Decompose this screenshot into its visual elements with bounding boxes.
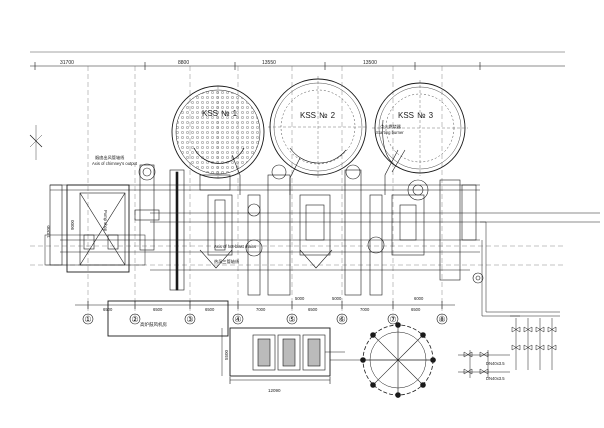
chimney-label-en: Axis of chimney's output: [92, 161, 138, 166]
bottom-dim-2: 6500: [153, 307, 163, 312]
v-dim-5500: 5500: [224, 349, 229, 360]
axis-6: ⑥: [338, 315, 345, 324]
mid-dim-3: 6000: [414, 296, 424, 301]
kss-stove-3: [372, 80, 468, 176]
blower-building: [107, 300, 229, 337]
v-dim-9000: 9000: [70, 219, 75, 230]
bottom-dim-5: 6500: [308, 307, 318, 312]
valve-symbols: [463, 326, 557, 375]
main-pipe-bands: [50, 184, 600, 271]
pump-shop-block: [66, 184, 130, 273]
h-dim-12090: 12090: [268, 388, 281, 393]
chimney-column: [134, 163, 160, 251]
kss-stove-1: [171, 85, 265, 179]
heat-label-en: Axis of hot-blast mains: [214, 244, 256, 249]
kss-stove-2: [268, 76, 368, 178]
burner-label-cn: 点火燃烧器: [380, 123, 402, 130]
axis-2: ②: [131, 315, 138, 324]
bottom-ticks: [87, 301, 443, 309]
pipe-spec-2: DN40x3.5: [486, 376, 505, 381]
dim-top-3: 13550: [262, 60, 276, 66]
dim-top-4: 13500: [363, 60, 377, 66]
axis-3: ③: [186, 315, 193, 324]
mid-dim-1: 5000: [295, 296, 305, 301]
valve-columns: [169, 164, 477, 296]
bottom-dim-7: 6500: [411, 307, 421, 312]
right-piping: [458, 221, 560, 378]
heat-label-cn: 热风三管轴线: [214, 258, 240, 265]
axis-7: ⑦: [389, 315, 396, 324]
dim-top-2: 8800: [178, 60, 189, 66]
mid-dim-2: 5000: [332, 296, 342, 301]
v-dim-13300: 13300: [46, 225, 51, 238]
axis-markers: ① ② ③ ④ ⑤ ⑥ ⑦ ⑧: [82, 313, 448, 325]
axis-1: ①: [84, 315, 91, 324]
axis-5: ⑤: [288, 315, 295, 324]
axis-8: ⑧: [438, 315, 445, 324]
bottom-dim-1: 6500: [103, 307, 113, 312]
building-label: 高炉鼓风机房: [140, 321, 167, 328]
bottom-dim-4: 7000: [256, 307, 266, 312]
axis-4: ④: [234, 315, 241, 324]
chimney-label-cn: 烟囱出风管轴线: [95, 154, 125, 161]
burner-label-en: Starting burner: [376, 130, 404, 135]
pipe-spec-1: DN40x3.5: [486, 361, 505, 366]
round-tank: [360, 322, 436, 398]
bottom-dim-6: 7000: [360, 307, 370, 312]
plant-room: [221, 327, 430, 384]
dim-top-1: 31700: [60, 60, 74, 66]
bottom-dim-3: 6500: [205, 307, 215, 312]
dimension-ticks: [34, 62, 481, 70]
pump-label: Pump shop: [103, 210, 108, 232]
